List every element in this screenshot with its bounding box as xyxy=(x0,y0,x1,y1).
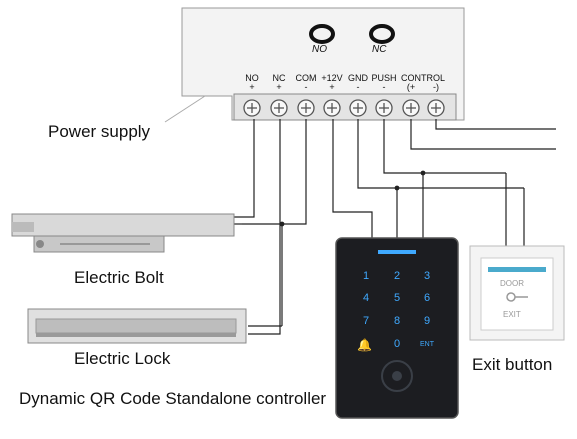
keypad-key[interactable]: 3 xyxy=(424,270,431,282)
terminal-name: GND xyxy=(348,73,368,83)
keypad-key[interactable]: 0 xyxy=(394,338,401,350)
keypad-key[interactable]: 7 xyxy=(363,315,370,327)
keypad-key[interactable]: 1 xyxy=(363,270,370,282)
keypad-key[interactable]: 2 xyxy=(394,270,401,282)
power-supply-pointer xyxy=(164,95,206,123)
controller-label: Dynamic QR Code Standalone controller xyxy=(19,389,327,408)
ent-key: ENT xyxy=(420,341,434,348)
terminal-block xyxy=(233,93,457,121)
terminal-sign: + xyxy=(329,82,335,92)
keypad-key[interactable]: 8 xyxy=(394,315,401,327)
exit-exit-text: EXIT xyxy=(503,310,521,319)
terminal-sign: + xyxy=(276,82,282,92)
terminal-sign: -) xyxy=(433,82,439,92)
electric-lock xyxy=(27,308,247,344)
nc-indicator-label: NC xyxy=(372,44,387,55)
exit-button-panel xyxy=(469,245,565,341)
nc-indicator-icon xyxy=(369,24,395,44)
bell-icon: 🔔 xyxy=(357,338,372,352)
terminal-name: COM xyxy=(295,73,317,83)
exit-button-label: Exit button xyxy=(472,355,553,374)
terminal-sign: + xyxy=(249,82,255,92)
wires xyxy=(232,119,556,335)
keypad-key[interactable]: 9 xyxy=(424,315,431,327)
terminal-name: CONTROL xyxy=(401,73,446,83)
electric-lock-label: Electric Lock xyxy=(74,349,171,368)
terminal-sign: - xyxy=(304,82,308,92)
power-supply-label-text: Power supply xyxy=(48,122,151,141)
keypad-controller xyxy=(335,237,459,419)
exit-door-text: DOOR xyxy=(500,279,524,288)
terminal-sign: (+ xyxy=(406,82,416,92)
electric-bolt-label: Electric Bolt xyxy=(74,268,164,287)
terminal-name: NO xyxy=(245,73,259,83)
terminal-sign: - xyxy=(382,82,386,92)
keypad-key[interactable]: 6 xyxy=(424,292,431,304)
keypad-key[interactable]: 4 xyxy=(363,292,370,304)
keypad-key[interactable]: 5 xyxy=(394,292,401,304)
no-indicator-label: NO xyxy=(312,44,327,55)
terminal-name: +12V xyxy=(321,73,343,83)
terminal-name: NC xyxy=(272,73,286,83)
no-indicator-icon xyxy=(309,24,335,44)
electric-bolt xyxy=(11,213,235,253)
terminal-name: PUSH xyxy=(371,73,397,83)
terminal-sign: - xyxy=(356,82,360,92)
wire-junctions xyxy=(279,170,426,227)
